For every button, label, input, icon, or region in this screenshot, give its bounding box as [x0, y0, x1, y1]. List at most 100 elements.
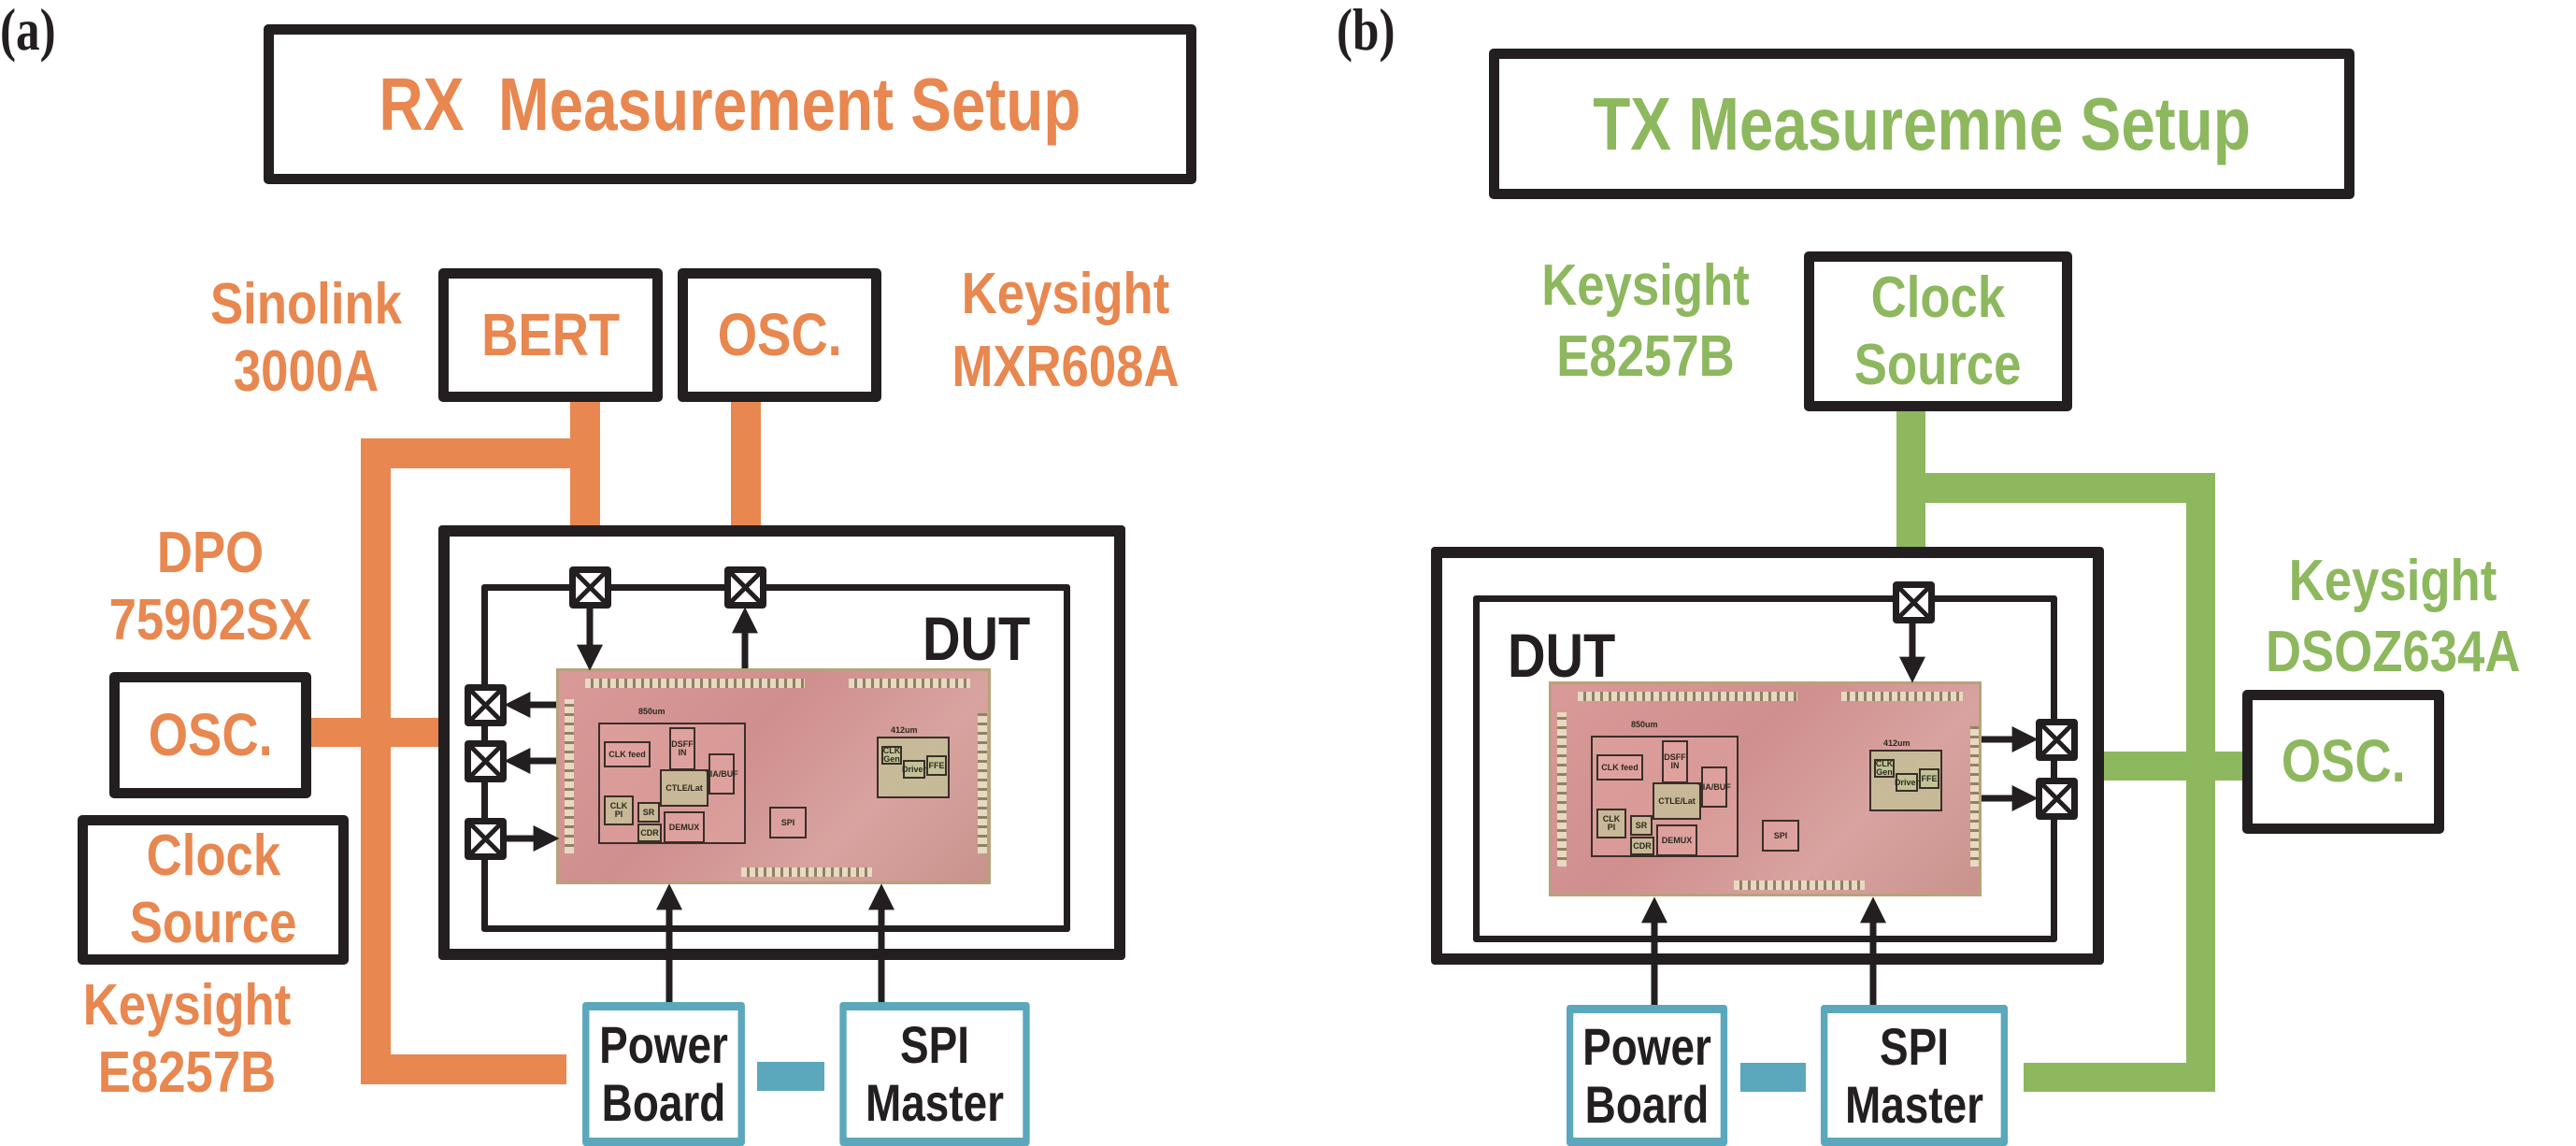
osc-left-caption: DPO 75902SX	[95, 520, 326, 654]
power-board-line1-b: Power	[1582, 1016, 1711, 1076]
bert-cable	[570, 402, 600, 536]
chip-block: TIA/BUF	[1697, 766, 1731, 808]
tx-title-box: TX Measuremne Setup	[1489, 49, 2354, 199]
chip-block: CLK Gen	[881, 746, 902, 765]
chip-block: CLK PI	[1596, 809, 1626, 838]
chip-block: FFE	[926, 755, 947, 776]
chip-block: CDR	[637, 824, 662, 842]
power-board-line1: Power	[599, 1015, 728, 1074]
osc-top-model: MXR608A	[952, 335, 1180, 399]
clock-source-box-a[interactable]: Clock Source	[78, 815, 349, 965]
chip-block: CLK Gen	[1874, 759, 1895, 778]
spi-master-line2-b: Master	[1844, 1074, 1984, 1134]
chip-block: Driver	[902, 760, 926, 779]
clock-source-line1-b: Clock	[1870, 265, 2006, 330]
chip-dim-width-a: 850um	[638, 707, 665, 716]
bert-model: 3000A	[233, 339, 379, 404]
rf-connector	[2036, 778, 2078, 820]
panel-b-tag: (b)	[1337, 0, 1395, 63]
chip-block: CLK feed	[1596, 754, 1643, 781]
osc-model-b: DSOZ634A	[2266, 620, 2521, 684]
spi-master-a[interactable]: SPI Master	[839, 1002, 1030, 1146]
chip-dim-small-b: 412um	[1883, 738, 1911, 748]
chip-dim-width-b: 850um	[1631, 720, 1658, 729]
clock-vendor-a: Keysight	[82, 973, 292, 1038]
clock-caption-b: Keysight E8257B	[1532, 251, 1758, 393]
clock-source-line2-b: Source	[1854, 332, 2022, 397]
chip-block: SPI	[769, 807, 807, 838]
clock-caption-a: Keysight E8257B	[72, 972, 303, 1107]
chip-block: SR	[1630, 815, 1653, 836]
osc-left-label: OSC.	[148, 700, 273, 768]
rf-connector	[1893, 581, 1935, 623]
osc-left-cable	[308, 718, 441, 747]
chip-block: DEMUX	[664, 811, 705, 843]
chip-block: FFE	[1919, 768, 1939, 789]
chip-block: CTLE/Lat	[660, 769, 708, 807]
bert-caption: Sinolink 3000A	[201, 271, 411, 406]
power-spi-link-a	[757, 1062, 824, 1091]
chip-block: SPI	[1762, 820, 1799, 852]
power-board-line2: Board	[601, 1073, 726, 1132]
right-bus-cable-b	[2186, 473, 2215, 1092]
chip-block: DSFF IN	[669, 727, 695, 770]
chip-block: TIA/BUF	[705, 753, 738, 795]
power-board-a[interactable]: Power Board	[582, 1002, 745, 1146]
rf-connector	[465, 684, 507, 726]
chip-block: CLK PI	[604, 795, 634, 825]
osc-left-model: 75902SX	[108, 588, 312, 652]
chip-block: SR	[637, 802, 660, 823]
chip-block: CTLE/Lat	[1653, 782, 1701, 820]
power-spi-link-b	[1740, 1063, 1806, 1092]
osc-box-b[interactable]: OSC.	[2242, 690, 2444, 834]
osc-top-caption: Keysight MXR608A	[947, 258, 1185, 404]
osc-cable-b	[2104, 752, 2244, 781]
bert-vendor: Sinolink	[210, 272, 402, 337]
spi-master-line1-b: SPI	[1879, 1016, 1950, 1076]
chip-dim-small-a: 412um	[891, 725, 918, 735]
chip-block: DSFF IN	[1662, 740, 1688, 783]
dut-label-a: DUT	[923, 604, 1031, 673]
dut-label-b: DUT	[1508, 621, 1616, 690]
clock-vendor-b: Keysight	[1541, 253, 1750, 318]
panel-a-tag: (a)	[0, 0, 56, 63]
spi-master-line1: SPI	[899, 1015, 970, 1074]
spi-master-b[interactable]: SPI Master	[1820, 1005, 2009, 1146]
bert-box[interactable]: BERT	[438, 268, 663, 402]
osc-vendor-b: Keysight	[2288, 549, 2497, 613]
chip-block: CDR	[1630, 837, 1654, 855]
chip-block: CLK feed	[604, 741, 651, 767]
clock-source-box-b[interactable]: Clock Source	[1804, 251, 2072, 411]
spi-cable-b	[2024, 1063, 2215, 1092]
osc-top-vendor: Keysight	[961, 262, 1170, 326]
osc-left-vendor: DPO	[156, 521, 265, 585]
osc-left-box[interactable]: OSC.	[109, 672, 311, 798]
osc-top-label: OSC.	[717, 300, 842, 368]
osc-caption-b: Keysight DSOZ634A	[2266, 546, 2520, 688]
chip-micrograph-a: 850um CLK feed DSFF IN CTLE/Lat TIA/BUF …	[556, 668, 991, 884]
rf-connector	[465, 818, 507, 860]
bert-branch-cable	[361, 438, 600, 468]
chip-block: DEMUX	[1656, 824, 1697, 856]
chip-block: Driver	[1895, 773, 1919, 792]
clock-model-a: E8257B	[97, 1040, 277, 1105]
rf-connector	[724, 566, 766, 609]
osc-label-b: OSC.	[2281, 727, 2406, 795]
clock-source-line2: Source	[129, 891, 297, 955]
power-board-b[interactable]: Power Board	[1566, 1005, 1728, 1146]
clock-source-line1: Clock	[146, 824, 280, 888]
clock-model-b: E8257B	[1556, 324, 1735, 389]
rx-title-box: RX Measurement Setup	[264, 24, 1196, 184]
rx-title: RX Measurement Setup	[379, 62, 1081, 146]
bert-label: BERT	[480, 300, 621, 368]
rf-connector	[569, 566, 611, 609]
tx-title: TX Measuremne Setup	[1593, 81, 2251, 165]
power-board-cable	[361, 1054, 566, 1084]
dut-board-b	[1473, 595, 2057, 942]
rf-connector	[2036, 719, 2078, 761]
osc-top-cable	[731, 402, 761, 536]
clock-branch-cable-b	[1896, 473, 2209, 503]
spi-master-line2: Master	[865, 1073, 1005, 1132]
osc-top-box[interactable]: OSC.	[678, 268, 881, 402]
left-bus-cable	[361, 438, 391, 1084]
